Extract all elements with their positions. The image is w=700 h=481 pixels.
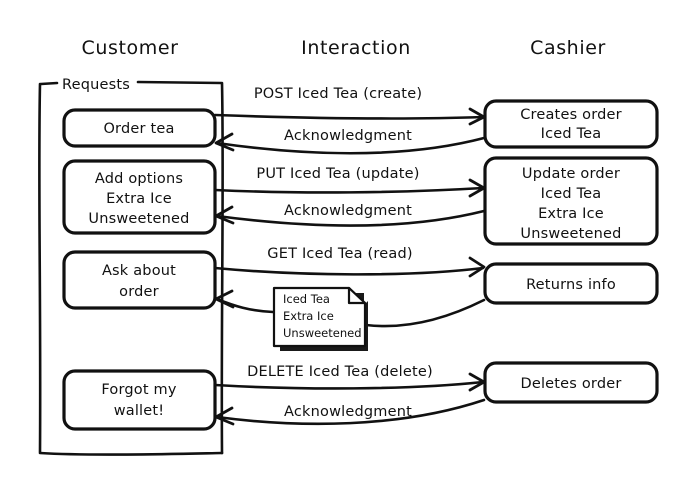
arrowhead-request-put xyxy=(468,178,486,198)
arrow-label-put: PUT Iced Tea (update) xyxy=(256,166,419,182)
arrowhead-request-get xyxy=(468,256,486,278)
arrowhead-response-note xyxy=(214,289,235,309)
group-frame-top-left-stub xyxy=(39,81,59,86)
cashier-box-update-order-line-3: Extra Ice xyxy=(538,206,604,222)
arrow-response-ack-4 xyxy=(215,398,486,426)
group-frame-bottom-edge xyxy=(38,451,224,456)
cashier-box-creates-order-line-2: Iced Tea xyxy=(541,126,602,142)
arrow-response-ack-1 xyxy=(215,136,486,155)
arrow-request-put xyxy=(213,186,485,194)
arrow-response-note-right xyxy=(364,298,486,328)
arrow-label-ack-1: Acknowledgment xyxy=(284,128,412,144)
arrow-response-note-left xyxy=(215,297,275,314)
arrow-label-ack-4: Acknowledgment xyxy=(284,404,412,420)
arrow-request-get xyxy=(213,266,485,276)
arrow-label-post: POST Iced Tea (create) xyxy=(254,86,422,102)
cashier-box-update-order-line-1: Update order xyxy=(522,166,620,182)
group-frame-right-edge xyxy=(220,81,225,455)
arrowhead-response-ack-2 xyxy=(214,205,235,225)
cashier-box-update-order-line-4: Unsweetened xyxy=(520,226,621,242)
group-label-requests: Requests xyxy=(62,77,130,93)
arrow-label-delete: DELETE Iced Tea (delete) xyxy=(247,364,433,380)
cashier-box-returns-info[interactable] xyxy=(483,262,659,305)
customer-box-ask-about-order[interactable] xyxy=(62,250,217,310)
customer-box-add-options[interactable] xyxy=(62,159,217,235)
cashier-box-deletes-order-line-1: Deletes order xyxy=(520,376,621,392)
cashier-box-creates-order-line-1: Creates order xyxy=(520,107,622,123)
customer-box-ask-about-order-line-2: order xyxy=(119,284,159,300)
customer-box-add-options-line-1: Add options xyxy=(95,171,183,187)
customer-box-order-tea-line-1: Order tea xyxy=(103,121,174,137)
customer-box-order-tea[interactable] xyxy=(62,108,217,148)
group-frame-left-edge xyxy=(37,82,42,454)
note-folded-corner-icon xyxy=(347,286,367,305)
customer-box-forgot-wallet-line-2: wallet! xyxy=(114,403,165,419)
cashier-box-update-order[interactable] xyxy=(483,156,659,246)
customer-box-forgot-wallet-line-1: Forgot my xyxy=(101,382,176,398)
column-header-customer: Customer xyxy=(81,37,178,59)
note-line-3: Unsweetened xyxy=(283,326,362,340)
customer-box-add-options-line-3: Unsweetened xyxy=(88,211,189,227)
arrowhead-request-delete xyxy=(468,372,486,392)
cashier-box-update-order-line-2: Iced Tea xyxy=(541,186,602,202)
arrow-response-ack-2 xyxy=(215,209,486,227)
note-body-iced-tea xyxy=(272,286,367,348)
group-frame-top-bar xyxy=(136,80,223,85)
customer-box-ask-about-order-line-1: Ask about xyxy=(102,263,176,279)
arrow-label-get: GET Iced Tea (read) xyxy=(267,246,412,262)
note-line-1: Iced Tea xyxy=(283,292,330,306)
arrow-request-delete xyxy=(213,380,485,390)
arrowhead-request-post xyxy=(468,107,486,126)
arrow-request-post xyxy=(213,113,485,120)
cashier-box-returns-info-line-1: Returns info xyxy=(526,277,616,293)
customer-box-forgot-wallet[interactable] xyxy=(62,369,217,431)
column-header-interaction: Interaction xyxy=(301,37,411,59)
customer-box-add-options-line-2: Extra Ice xyxy=(106,191,172,207)
arrowhead-response-ack-4 xyxy=(214,406,235,426)
cashier-box-creates-order[interactable] xyxy=(483,99,659,149)
column-header-cashier: Cashier xyxy=(530,37,606,59)
arrowhead-response-ack-1 xyxy=(214,132,235,152)
arrow-label-ack-2: Acknowledgment xyxy=(284,203,412,219)
note-line-2: Extra Ice xyxy=(283,309,334,323)
